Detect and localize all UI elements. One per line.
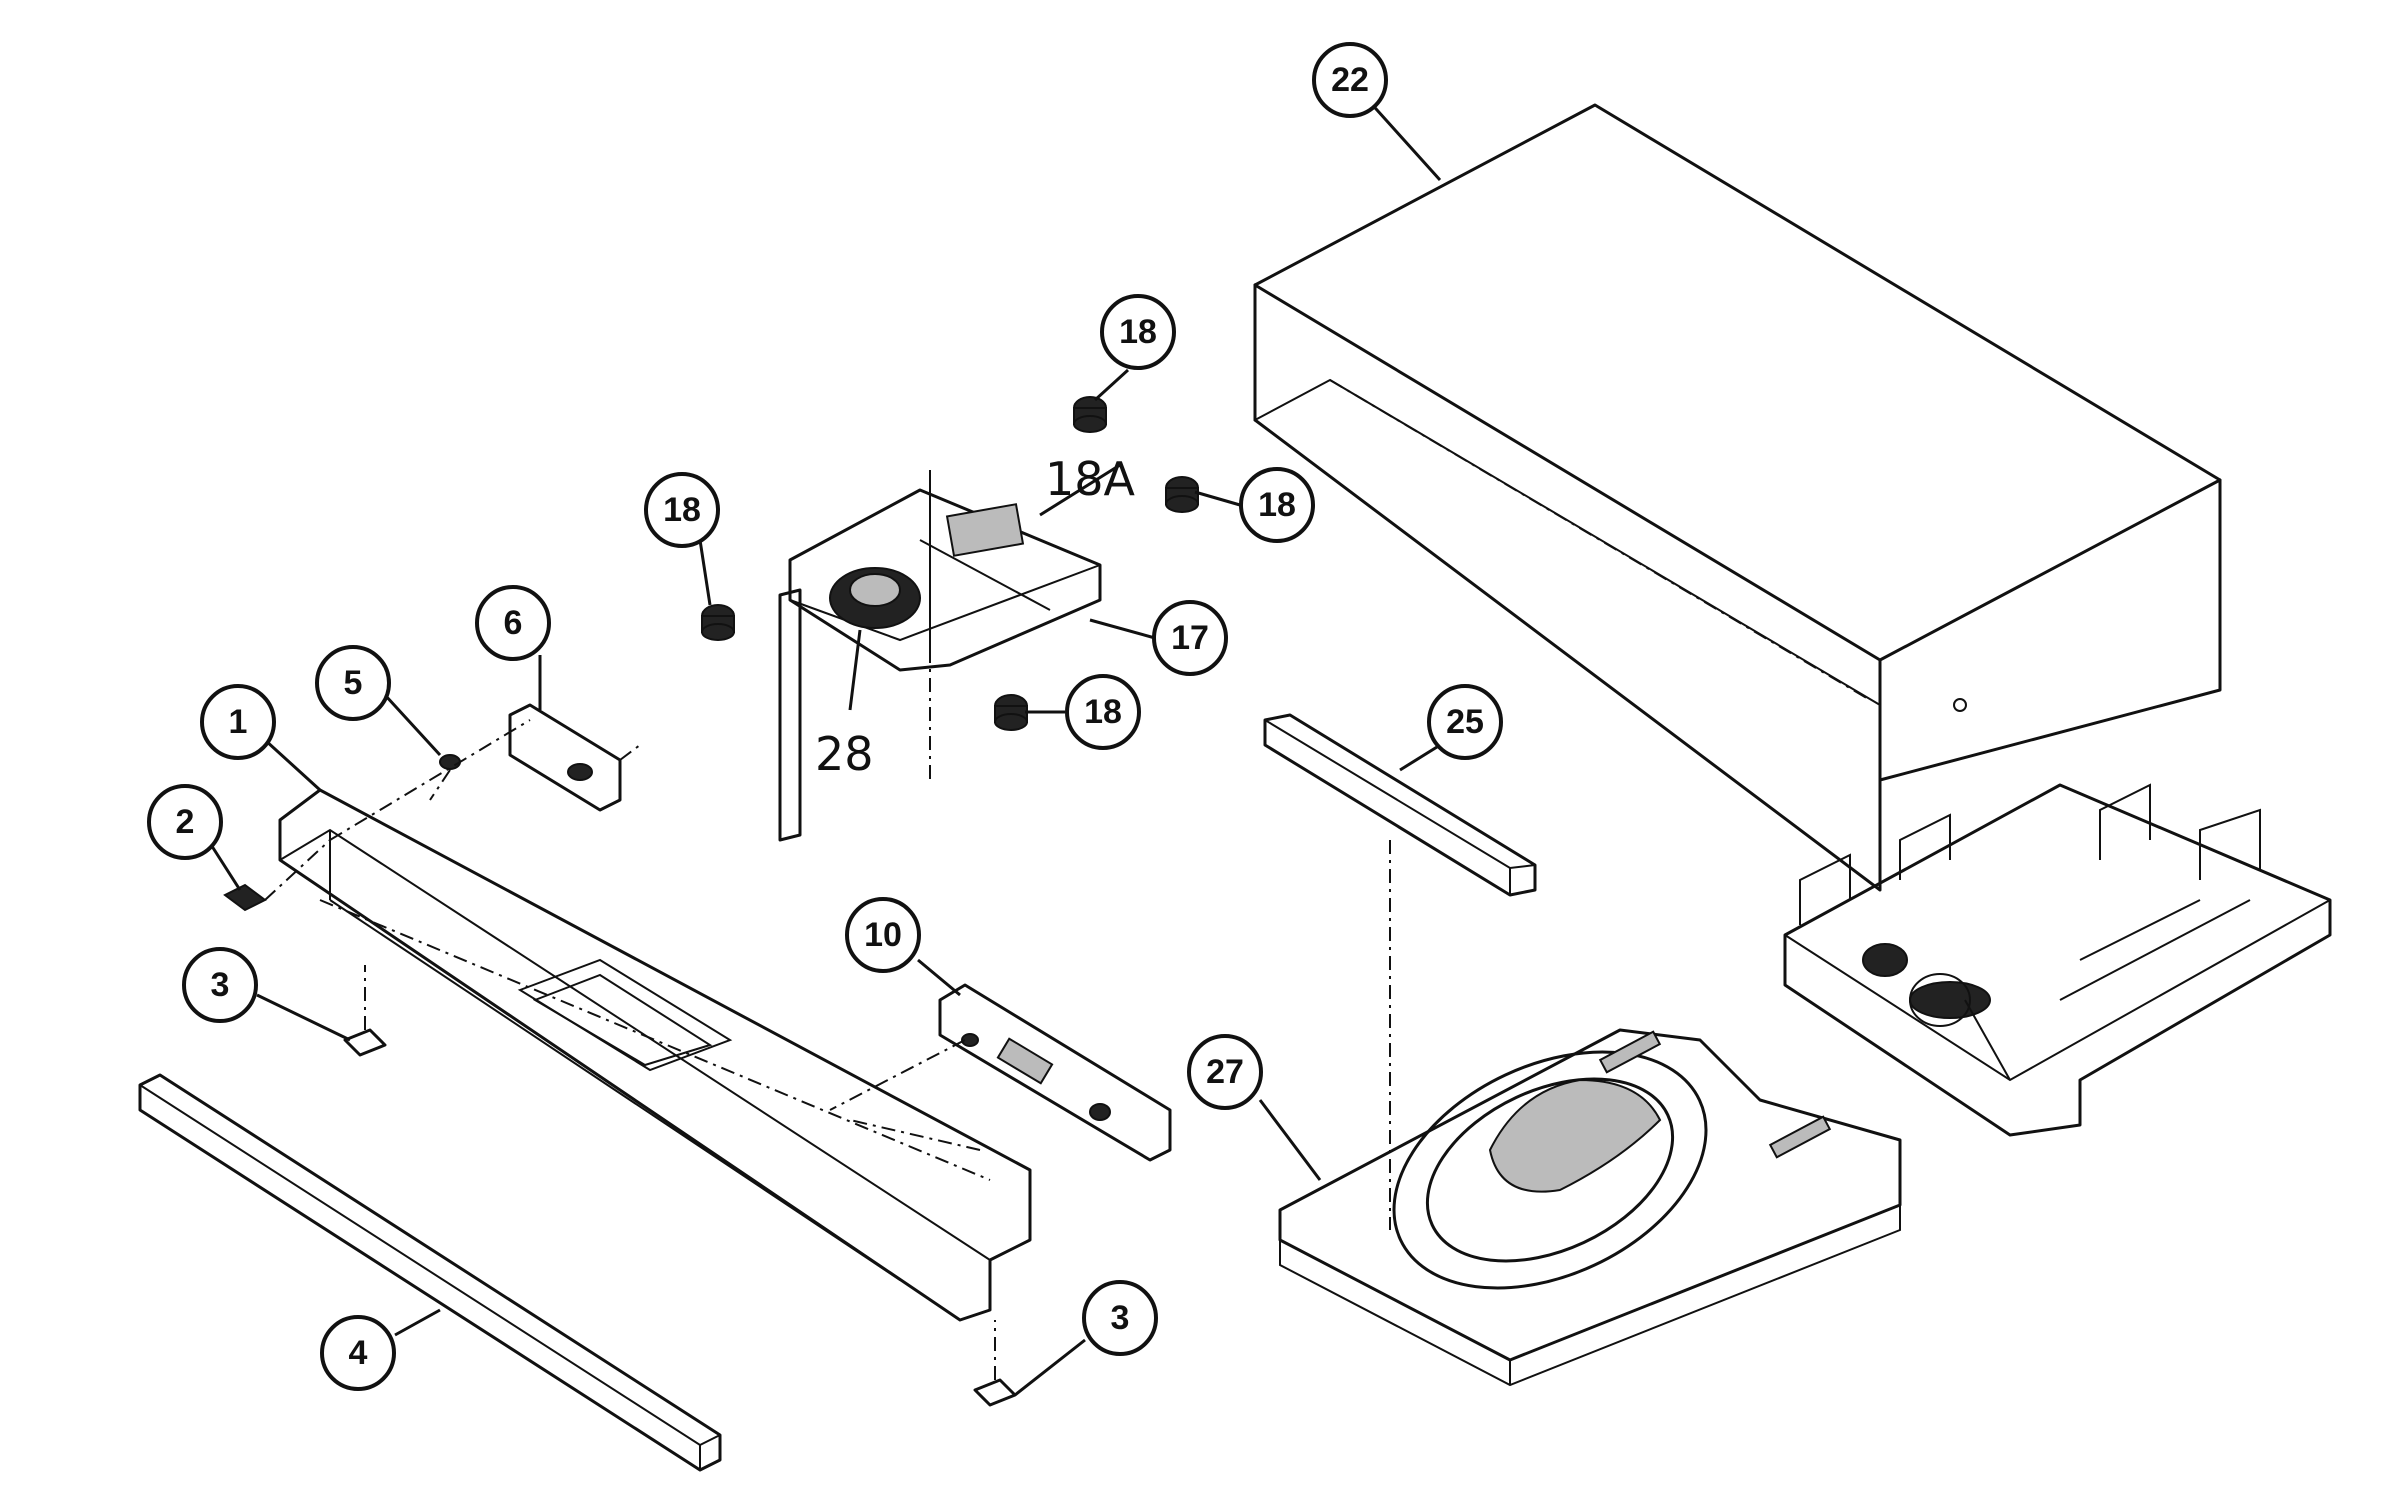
callout-5: 5 (315, 645, 391, 721)
svg-text:17: 17 (1171, 619, 1209, 657)
front-panel-part (278, 788, 1032, 1322)
callout-17: 17 (1152, 600, 1228, 676)
loader-mechanism-part (778, 470, 1102, 842)
small-pcb-part (329, 703, 641, 841)
callout-3-right: 3 (1082, 1280, 1158, 1356)
handwritten-label-28: 28 (815, 727, 874, 781)
callout-4: 4 (320, 1315, 396, 1391)
foot-part-right (973, 1320, 1017, 1407)
svg-text:4: 4 (349, 1334, 368, 1372)
damper-part-4 (994, 694, 1028, 731)
front-strip-part (138, 1073, 722, 1472)
callout-3-left: 3 (182, 947, 258, 1023)
damper-part-3 (701, 604, 735, 641)
callout-18-bottom: 18 (1065, 674, 1141, 750)
top-cover-part (1253, 103, 2222, 892)
callout-18-right: 18 (1239, 467, 1315, 543)
svg-text:2: 2 (176, 803, 195, 841)
svg-text:18: 18 (663, 491, 701, 529)
callout-10: 10 (845, 897, 921, 973)
svg-text:5: 5 (344, 664, 363, 702)
damper-part-2 (1165, 476, 1199, 513)
callout-18-top: 18 (1100, 294, 1176, 370)
callout-1: 1 (200, 684, 276, 760)
disc-tray-part (1278, 1028, 1902, 1387)
callout-18-left: 18 (644, 472, 720, 548)
leader-lines (206, 98, 1446, 1397)
svg-text:3: 3 (1111, 1299, 1130, 1337)
callout-2: 2 (147, 784, 223, 860)
rear-pcb-part (829, 983, 1172, 1162)
handwritten-label-18a: 18A (1045, 452, 1136, 506)
svg-text:10: 10 (864, 916, 902, 954)
mechanism-chassis (1783, 783, 2332, 1137)
svg-text:25: 25 (1446, 703, 1484, 741)
strip-part (1263, 713, 1537, 1230)
svg-text:3: 3 (211, 966, 230, 1004)
callout-22: 22 (1312, 42, 1388, 118)
svg-text:22: 22 (1331, 61, 1369, 99)
callout-27: 27 (1187, 1034, 1263, 1110)
svg-text:18: 18 (1084, 693, 1122, 731)
callout-6: 6 (475, 585, 551, 661)
svg-text:18: 18 (1119, 313, 1157, 351)
svg-text:1: 1 (229, 703, 248, 741)
foot-part-left (343, 965, 387, 1057)
svg-text:6: 6 (504, 604, 523, 642)
svg-text:18: 18 (1258, 486, 1296, 524)
damper-part-1 (1073, 396, 1107, 433)
callout-25: 25 (1427, 684, 1503, 760)
svg-text:27: 27 (1206, 1053, 1244, 1091)
small-switch-part (223, 839, 331, 912)
